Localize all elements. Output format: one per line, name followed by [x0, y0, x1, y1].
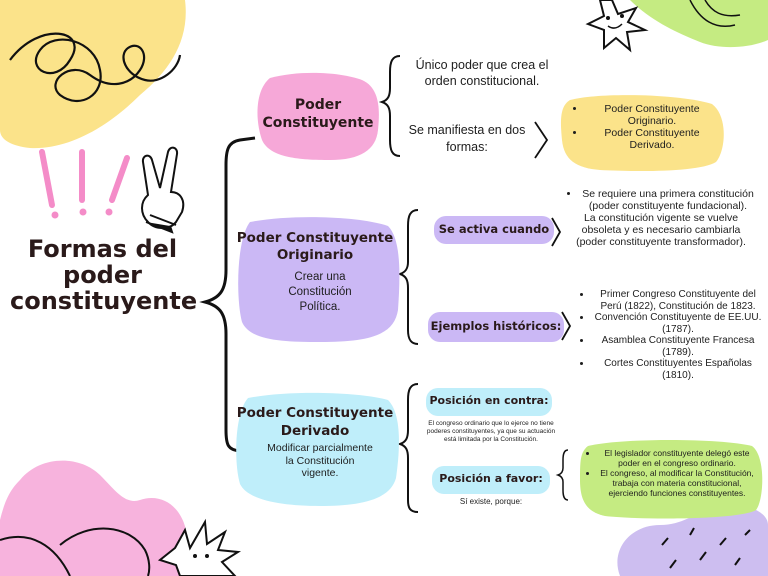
list-item: Poder Constituyente Originario. [586, 103, 718, 127]
originario-desc: Crear una Constitución Política. [288, 271, 352, 313]
swirl-doodle-icon [9, 32, 182, 102]
list-item: Convención Constituyente de EE.UU. (1787… [592, 312, 764, 335]
list-item: Cortes Constituyentes Españolas (1810). [592, 358, 764, 381]
pill-activa [434, 216, 554, 244]
main-brace [199, 136, 256, 455]
cyan-node-blob [236, 392, 399, 506]
activa-list: Se requiere una primera constitución (po… [566, 188, 756, 248]
favor-list: El legislador constituyente delegó este … [584, 448, 756, 498]
pink-node-blob [257, 72, 379, 160]
pill-ejemplos [428, 312, 564, 342]
pill-activa-label: Se activa cuando [438, 222, 550, 236]
list-item: El congreso, al modificar la Constitució… [598, 468, 756, 498]
pill-contra [426, 388, 552, 416]
ejemplos-list: Primer Congreso Constituyente del Perú (… [578, 289, 764, 381]
pink-blob-bottom-left [0, 460, 188, 576]
node-poder-constituyente: Poder Constituyente [262, 97, 374, 131]
derivado-desc: Modificar parcialmente la Constitución v… [267, 442, 373, 479]
poder-constituyente-desc1: Único poder que crea el orden constituci… [415, 58, 549, 88]
list-item: Primer Congreso Constituyente del Perú (… [592, 289, 764, 312]
favor-text: Sí existe, porque: [459, 497, 523, 506]
exclamation-marks-icon [39, 149, 130, 219]
poder-constituyente-desc2: Se manifiesta en dos formas: [408, 123, 526, 154]
peace-hand-icon [141, 146, 185, 234]
list-item: Asamblea Constituyente Francesa (1789). [592, 335, 764, 358]
node-originario: Poder Constituyente Originario [236, 230, 394, 263]
purple-node-blob [238, 217, 400, 342]
yellow-forms-blob [560, 95, 724, 172]
forms-list: Poder Constituyente Originario. Poder Co… [572, 103, 718, 151]
pill-contra-label: Posición en contra: [429, 394, 549, 407]
list-item: El legislador constituyente delegó este … [598, 448, 756, 468]
contra-text: El congreso ordinario que lo ejerce no t… [426, 420, 556, 443]
lilac-blob-bottom-right [617, 505, 768, 576]
green-blob-top-right [630, 0, 768, 48]
list-item: Poder Constituyente Derivado. [586, 127, 718, 151]
pill-favor [432, 466, 550, 494]
pill-favor-label: Posición a favor: [439, 472, 543, 485]
spiky-sun-face-icon [157, 518, 242, 576]
list-item: La constitución vigente se vuelve obsole… [576, 212, 746, 248]
node-derivado: Poder Constituyente Derivado [236, 405, 394, 439]
pill-ejemplos-label: Ejemplos históricos: [430, 319, 562, 333]
star-face-icon [585, 0, 649, 53]
main-title: Formas del poder constituyente [10, 235, 198, 315]
green-favor-blob [580, 440, 763, 519]
yellow-blob-top-left [0, 0, 186, 149]
list-item: Se requiere una primera constitución (po… [580, 188, 756, 212]
